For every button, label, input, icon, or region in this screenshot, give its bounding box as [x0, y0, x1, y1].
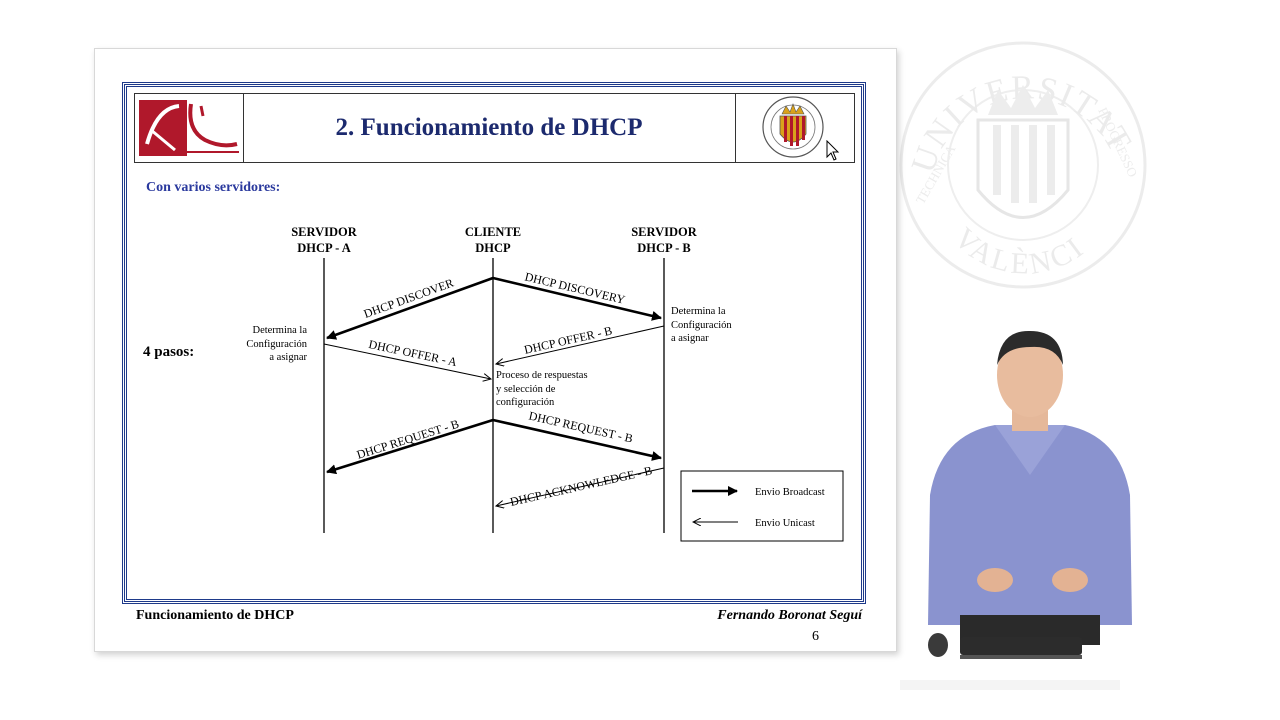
arrow-request-left: [326, 418, 494, 475]
lane-label-server-b: DHCP - B: [637, 241, 690, 255]
note-server-b: Determina la: [671, 306, 726, 317]
lane-label-server-a: DHCP - A: [297, 241, 350, 255]
note-server-a: a asignar: [269, 352, 307, 363]
note-client: configuración: [496, 397, 555, 408]
mouse-pointer-icon: [826, 140, 840, 161]
university-seal-watermark: UNIVERSITAT POLITÈCNICA VALÈNCIA TECHNIC…: [893, 30, 1147, 289]
arrow-request-right: [492, 418, 662, 461]
footer-author: Fernando Boronat Seguí: [717, 608, 862, 623]
note-client: y selección de: [496, 384, 556, 395]
steps-label: 4 pasos:: [143, 344, 195, 360]
page-number: 6: [812, 629, 819, 644]
footer-topic: Funcionamiento de DHCP: [136, 608, 294, 623]
lane-label-server-a: SERVIDOR: [291, 225, 358, 239]
msg-discover: DHCP DISCOVER: [362, 276, 456, 321]
slide-title: 2. Funcionamiento de DHCP: [335, 114, 643, 141]
slide-frame: [122, 82, 866, 604]
msg-offer-b: DHCP OFFER - B: [523, 323, 614, 356]
lane-label-server-b: SERVIDOR: [631, 225, 698, 239]
department-logo: [135, 94, 244, 162]
legend-box: [680, 470, 844, 542]
legend-unicast-label: Envio Unicast: [755, 518, 815, 529]
arrow-ack: [496, 467, 665, 506]
note-server-a: Configuración: [246, 339, 307, 350]
arrow-offer-a: [323, 343, 491, 379]
arrow-discovery: [492, 276, 662, 321]
legend-broadcast-label: Envio Broadcast: [755, 487, 825, 498]
slide-header: [134, 93, 855, 163]
note-server-b: a asignar: [671, 333, 709, 344]
university-seal: [735, 94, 855, 162]
note-client: Proceso de respuestas: [496, 370, 588, 381]
university-seal-icon: [762, 96, 824, 158]
arrow-discover: [326, 276, 494, 340]
department-logo-icon: [139, 100, 239, 158]
presenter-figure: [900, 330, 1132, 690]
msg-offer-a: DHCP OFFER - A: [367, 337, 458, 369]
arrow-offer-b: [496, 325, 665, 364]
lane-label-client: CLIENTE: [465, 225, 521, 239]
msg-request-left: DHCP REQUEST - B: [355, 417, 461, 462]
slide-subtitle: Con varios servidores:: [146, 180, 281, 195]
note-server-b: Configuración: [671, 320, 732, 331]
lane-label-client: DHCP: [475, 241, 511, 255]
note-server-a: Determina la: [252, 325, 307, 336]
msg-ack: DHCP ACKNOWLEDGE - B: [509, 463, 654, 509]
